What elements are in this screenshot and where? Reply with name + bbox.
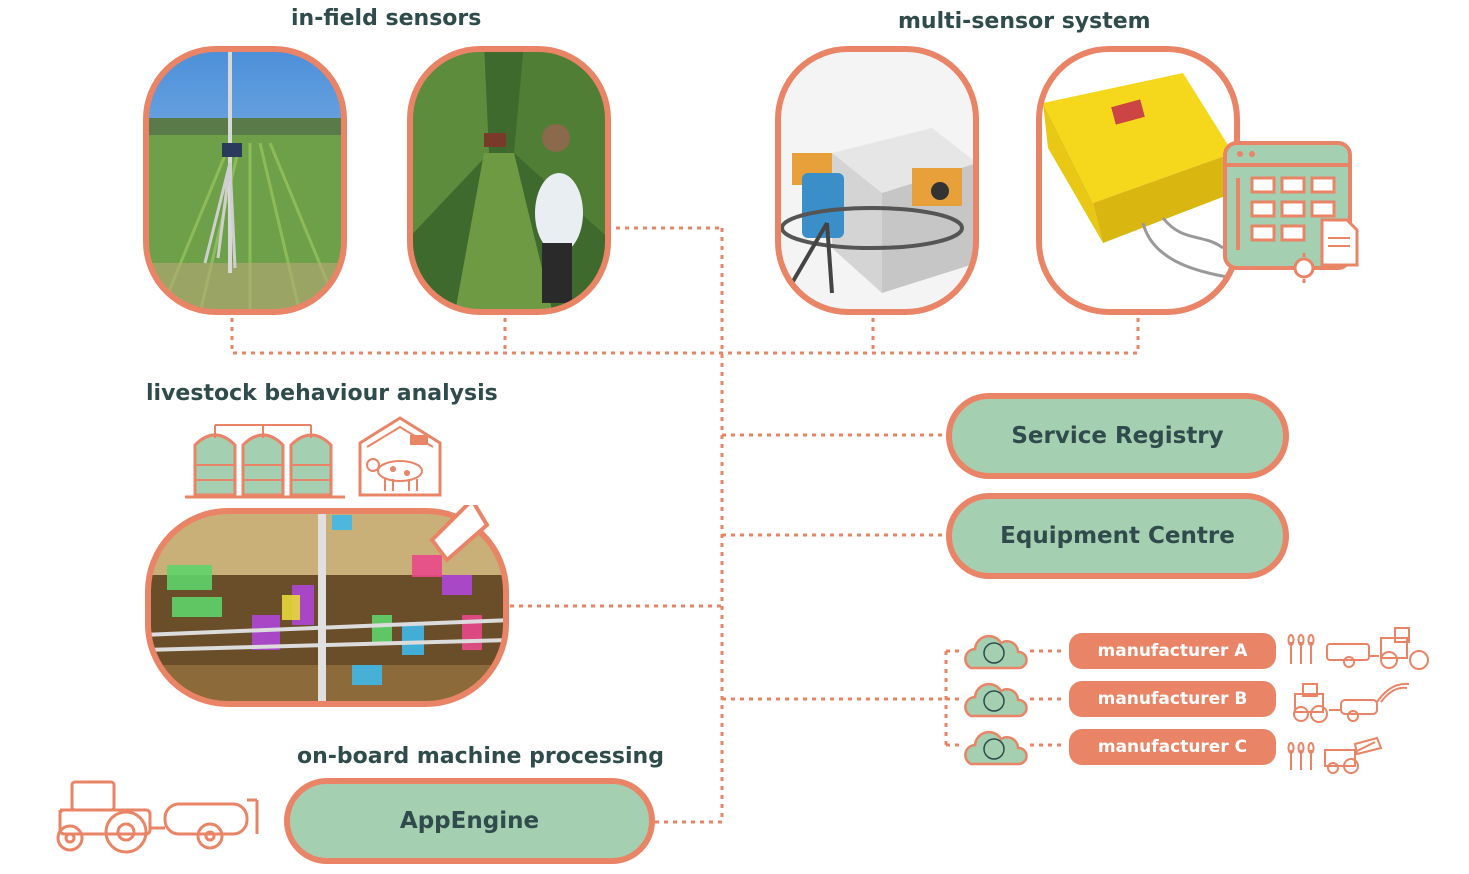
photo-sensor-unit (775, 46, 979, 315)
equipment-centre-pill[interactable]: Equipment Centre (946, 493, 1289, 579)
main-trunk (655, 228, 724, 824)
heading-in-field-sensors: in-field sensors (291, 6, 482, 31)
heading-on-board-machine-processing: on-board machine processing (297, 744, 664, 769)
tractor-sprayer-icon (1293, 682, 1410, 723)
barn-cow-icon (358, 416, 442, 497)
manufacturer-a-pill[interactable]: manufacturer A (1069, 633, 1276, 669)
app-engine-pill[interactable]: AppEngine (284, 778, 655, 864)
cloud-icon-a (964, 634, 1028, 670)
heading-livestock-behaviour-analysis: livestock behaviour analysis (146, 381, 498, 406)
photo-livestock-analysis (145, 505, 509, 707)
photo-data-logger-case (1036, 46, 1240, 315)
heading-multi-sensor-system: multi-sensor system (898, 9, 1151, 34)
photo-orchard-operator (407, 46, 611, 315)
service-registry-pill[interactable]: Service Registry (946, 393, 1289, 479)
tractor-trailer-icon (56, 780, 259, 854)
photo-weather-station (143, 46, 347, 315)
wheat-combine-harvester-icon (1287, 736, 1383, 774)
wheat-tractor-trailer-icon (1287, 627, 1429, 670)
cloud-icon-b (964, 682, 1028, 718)
top-bus-line (230, 318, 1140, 355)
cloud-icon-c (964, 730, 1028, 766)
silos-icon (185, 424, 345, 499)
manufacturer-c-pill[interactable]: manufacturer C (1069, 729, 1276, 765)
manufacturer-b-pill[interactable]: manufacturer B (1069, 681, 1276, 717)
calendar-data-icon (1223, 141, 1359, 283)
